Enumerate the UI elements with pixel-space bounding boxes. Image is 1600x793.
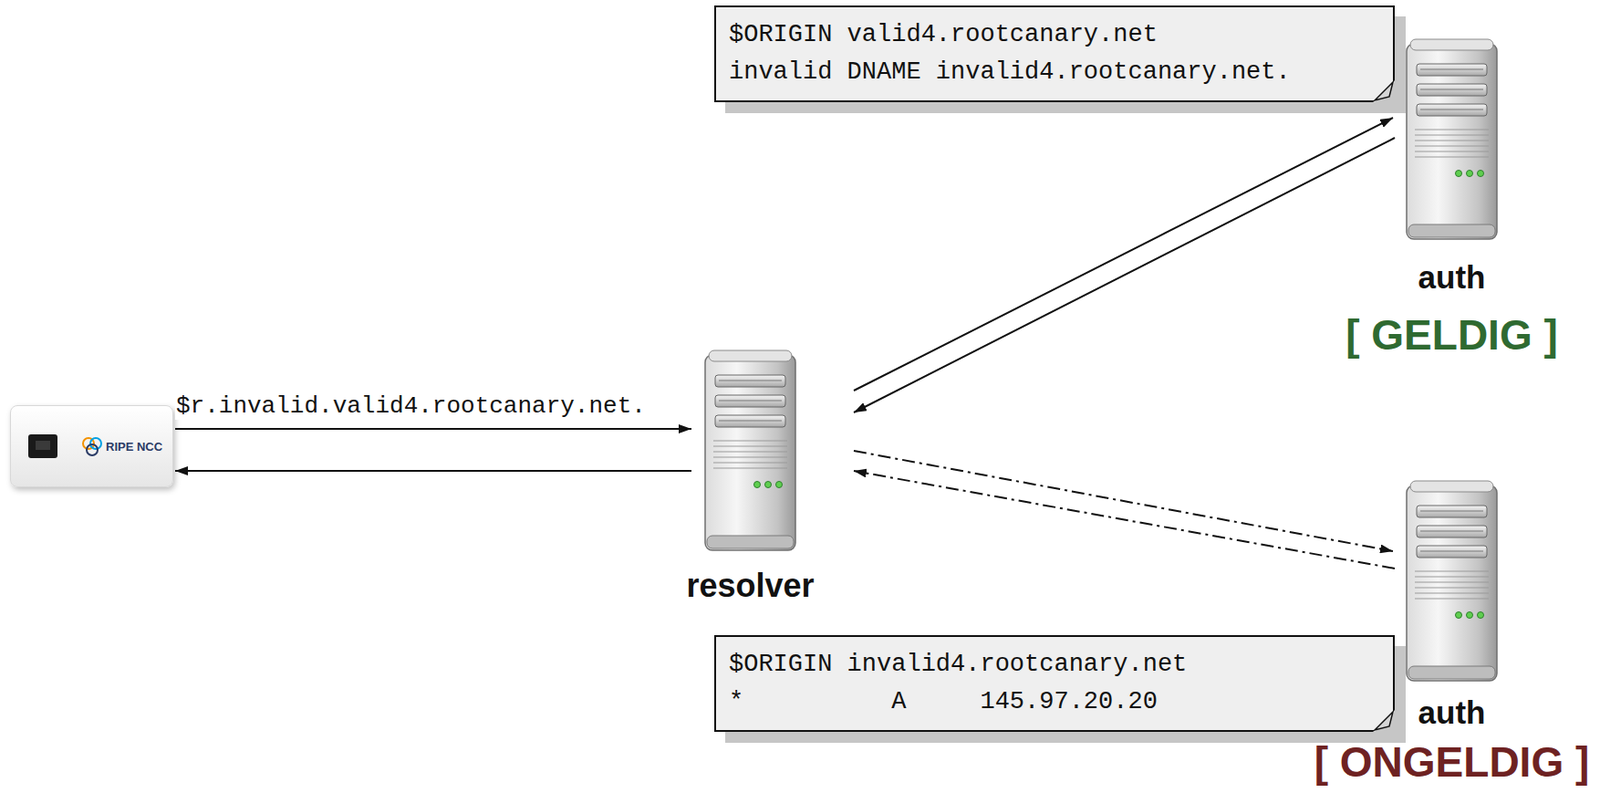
zone-file-note: $ORIGIN invalid4.rootcanary.net* A 145.9… — [714, 634, 1395, 732]
server-icon — [1405, 479, 1498, 683]
server-label: resolver — [685, 569, 814, 603]
server-node: auth[ GELDIG ] — [1405, 38, 1498, 241]
folded-corner — [1372, 80, 1395, 103]
ripe-logo — [80, 435, 104, 458]
arrow — [853, 137, 1395, 413]
atlas-probe: RIPE NCC — [10, 405, 174, 488]
ethernet-port — [27, 433, 59, 459]
server-icon — [704, 349, 797, 552]
arrow — [853, 117, 1393, 391]
dashed-arrow — [853, 450, 1393, 551]
status-label: [ GELDIG ] — [1345, 313, 1559, 356]
server-label: auth — [1418, 260, 1486, 293]
server-node: resolver — [704, 349, 797, 552]
server-label: auth — [1418, 696, 1486, 728]
folded-corner — [1372, 709, 1395, 732]
arrow — [175, 469, 692, 472]
zone-record: invalid DNAME invalid4.rootcanary.net. — [728, 53, 1381, 92]
zone-record: $ORIGIN invalid4.rootcanary.net — [728, 645, 1381, 684]
status-label: [ ONGELDIG ] — [1314, 740, 1590, 783]
zone-file-note: $ORIGIN valid4.rootcanary.netinvalid DNA… — [714, 5, 1395, 103]
query-label: $r.invalid.valid4.rootcanary.net. — [175, 393, 647, 420]
zone-record: * A 145.97.20.20 — [728, 683, 1381, 721]
arrow — [175, 427, 692, 430]
zone-record: $ORIGIN valid4.rootcanary.net — [728, 16, 1381, 54]
probe-logo-text: RIPE NCC — [105, 440, 163, 453]
server-node: auth[ ONGELDIG ] — [1405, 479, 1498, 683]
dashed-arrow — [853, 470, 1395, 569]
server-icon — [1405, 38, 1498, 241]
